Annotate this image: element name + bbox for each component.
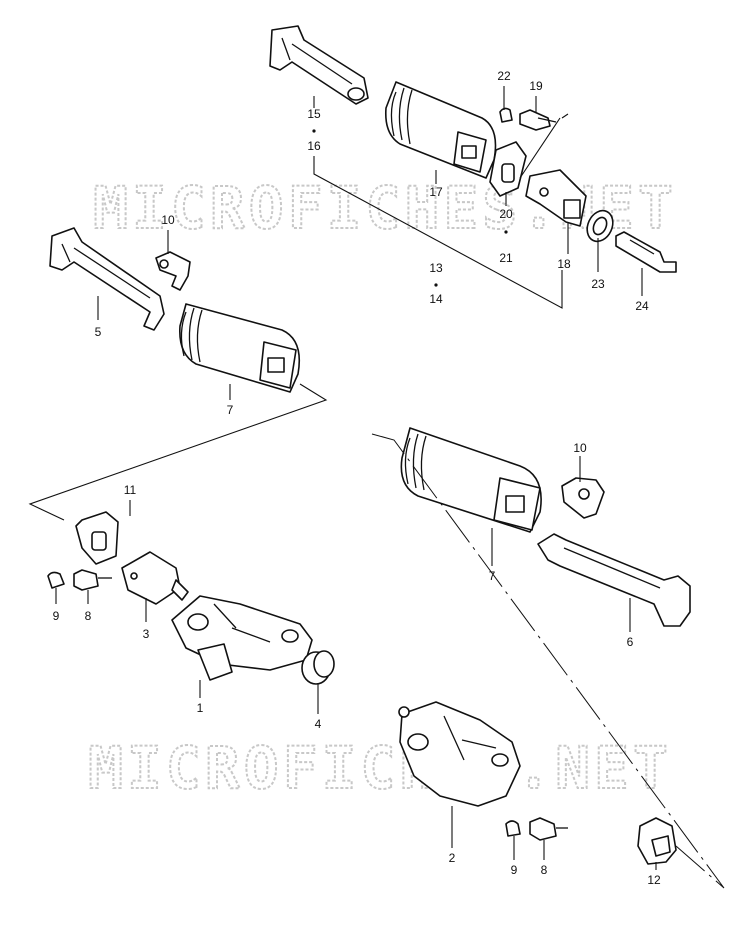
callout-11: 11 <box>124 483 137 497</box>
callout-18: 18 <box>557 257 571 271</box>
footrest-10-right-icon <box>561 477 605 519</box>
callout-10-upper: 10 <box>161 213 175 227</box>
footrest-peg-15-16-icon <box>269 25 369 105</box>
assembly-line-left <box>28 383 328 521</box>
nut-9-right-icon <box>505 820 521 837</box>
footrest-bracket-2-icon <box>398 701 521 807</box>
callout-19: 19 <box>529 79 543 93</box>
callout-14: 14 <box>429 292 443 306</box>
nut-22-icon <box>499 107 513 123</box>
callout-6: 6 <box>627 635 634 649</box>
leader-lines <box>55 86 657 870</box>
bracket-3-icon <box>121 551 189 605</box>
callout-17: 17 <box>429 185 443 199</box>
assembly-line-right <box>371 433 725 889</box>
assembly-line-13-14 <box>313 156 563 309</box>
rubber-pad-7-left-icon <box>179 303 301 393</box>
callout-24: 24 <box>635 299 649 313</box>
callout-16: 16 <box>307 139 321 153</box>
callout-20: 20 <box>499 207 513 221</box>
callout-2: 2 <box>449 851 456 865</box>
callout-9-right: 9 <box>511 863 518 877</box>
footrest-peg-5-icon <box>49 227 165 331</box>
bolt-8-left-icon <box>73 569 112 591</box>
callout-4: 4 <box>315 717 322 731</box>
footrest-bracket-1-icon <box>171 595 313 681</box>
callout-dot-20-21 <box>504 230 508 234</box>
watermark-bottom: MICROFICHES.NET <box>88 734 672 802</box>
nut-4-icon <box>301 650 335 685</box>
callout-13: 13 <box>429 261 443 275</box>
plate-20-icon <box>489 141 527 197</box>
callout-dot-13-14 <box>434 283 438 287</box>
footrest-12-icon <box>637 817 677 865</box>
plate-11-icon <box>75 511 119 565</box>
bolt-19-icon <box>519 109 557 131</box>
footrest-10-upper-icon <box>155 251 191 291</box>
callout-15: 15 <box>307 107 321 121</box>
callout-dot-15-16 <box>312 129 316 133</box>
callout-21: 21 <box>499 251 513 265</box>
washer-23-icon <box>586 209 614 243</box>
bolt-8-right-icon <box>529 817 568 841</box>
callout-1: 1 <box>197 701 204 715</box>
callout-12: 12 <box>647 873 661 887</box>
bolt-24-icon <box>615 231 677 273</box>
leader-18-19 <box>519 113 569 179</box>
rubber-pad-7-right-icon <box>400 427 542 533</box>
callout-8-left: 8 <box>85 609 92 623</box>
callout-22: 22 <box>497 69 511 83</box>
footrest-peg-6-icon <box>537 533 691 627</box>
callout-5: 5 <box>95 325 102 339</box>
callout-10-right: 10 <box>573 441 587 455</box>
callout-8-right: 8 <box>541 863 548 877</box>
callout-7-right: 7 <box>489 569 496 583</box>
rubber-pad-17-icon <box>384 81 497 179</box>
callout-7-left: 7 <box>227 403 234 417</box>
nut-9-left-icon <box>47 571 65 589</box>
callout-9-left: 9 <box>53 609 60 623</box>
bracket-18-icon <box>525 169 587 227</box>
callout-23: 23 <box>591 277 605 291</box>
callout-3: 3 <box>143 627 150 641</box>
